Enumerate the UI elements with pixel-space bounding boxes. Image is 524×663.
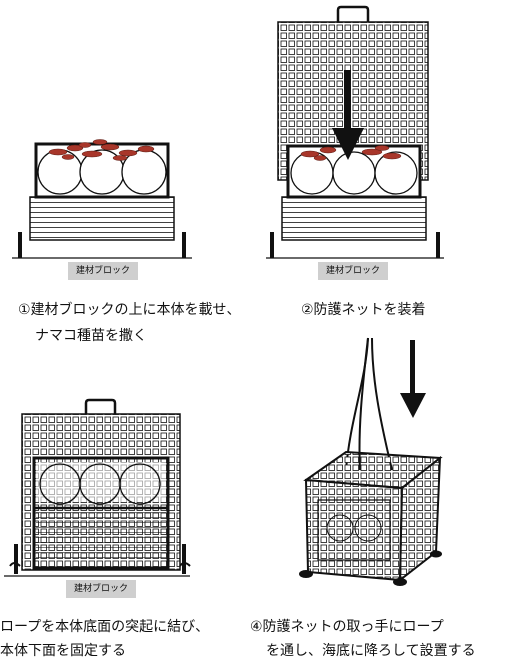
inner-frame — [317, 499, 391, 561]
step4-caption-line2: を通し、海底に降ろして設置する — [266, 643, 476, 659]
cylinder — [119, 463, 161, 505]
leg — [18, 232, 22, 258]
cylinder — [37, 149, 83, 195]
rope-knot — [9, 562, 21, 567]
body-base — [36, 512, 166, 562]
step1-figure — [12, 139, 192, 259]
cage-front — [304, 478, 404, 582]
down-arrow-icon — [400, 340, 426, 418]
cylinder — [354, 514, 382, 542]
leg — [14, 544, 18, 574]
leg — [182, 232, 186, 258]
cylinder — [374, 151, 418, 195]
cylinder — [121, 149, 167, 195]
rope-knot — [179, 562, 191, 567]
seedlings-icon — [300, 145, 402, 161]
step1-caption-line1: ①建材ブロックの上に本体を載せ、 — [18, 302, 241, 318]
body-base — [281, 196, 427, 241]
cylinder — [290, 151, 334, 195]
step2-figure — [266, 5, 444, 259]
cylinder — [326, 514, 354, 542]
block-label: 建材ブロック — [66, 580, 136, 598]
seedlings-icon — [48, 139, 155, 161]
down-arrow-icon — [332, 70, 364, 160]
foot — [393, 578, 407, 586]
leg — [436, 232, 440, 258]
net-handle — [84, 398, 117, 414]
step1-caption-line2: ナマコ種苗を撒く — [35, 328, 147, 344]
cylinder — [332, 151, 376, 195]
rope-icon — [345, 337, 393, 471]
step2-caption-line1: ②防護ネットを装着 — [301, 302, 426, 318]
body-base — [29, 196, 175, 241]
step3-figure — [4, 398, 191, 577]
foot — [430, 550, 442, 558]
step3-caption-line1: ロープを本体底面の突起に結び、 — [0, 619, 210, 635]
leg — [270, 232, 274, 258]
block-label: 建材ブロック — [68, 262, 138, 280]
net-handle — [336, 5, 370, 22]
leg — [182, 544, 186, 574]
step4-caption-line1: ④防護ネットの取っ手にロープ — [250, 619, 444, 635]
block-label: 建材ブロック — [318, 262, 388, 280]
step3-caption-line2: 本体下面を固定する — [0, 643, 126, 659]
cylinder-area — [36, 462, 166, 502]
step4-figure — [299, 337, 443, 586]
body-frame — [32, 456, 170, 570]
foot — [299, 570, 313, 578]
